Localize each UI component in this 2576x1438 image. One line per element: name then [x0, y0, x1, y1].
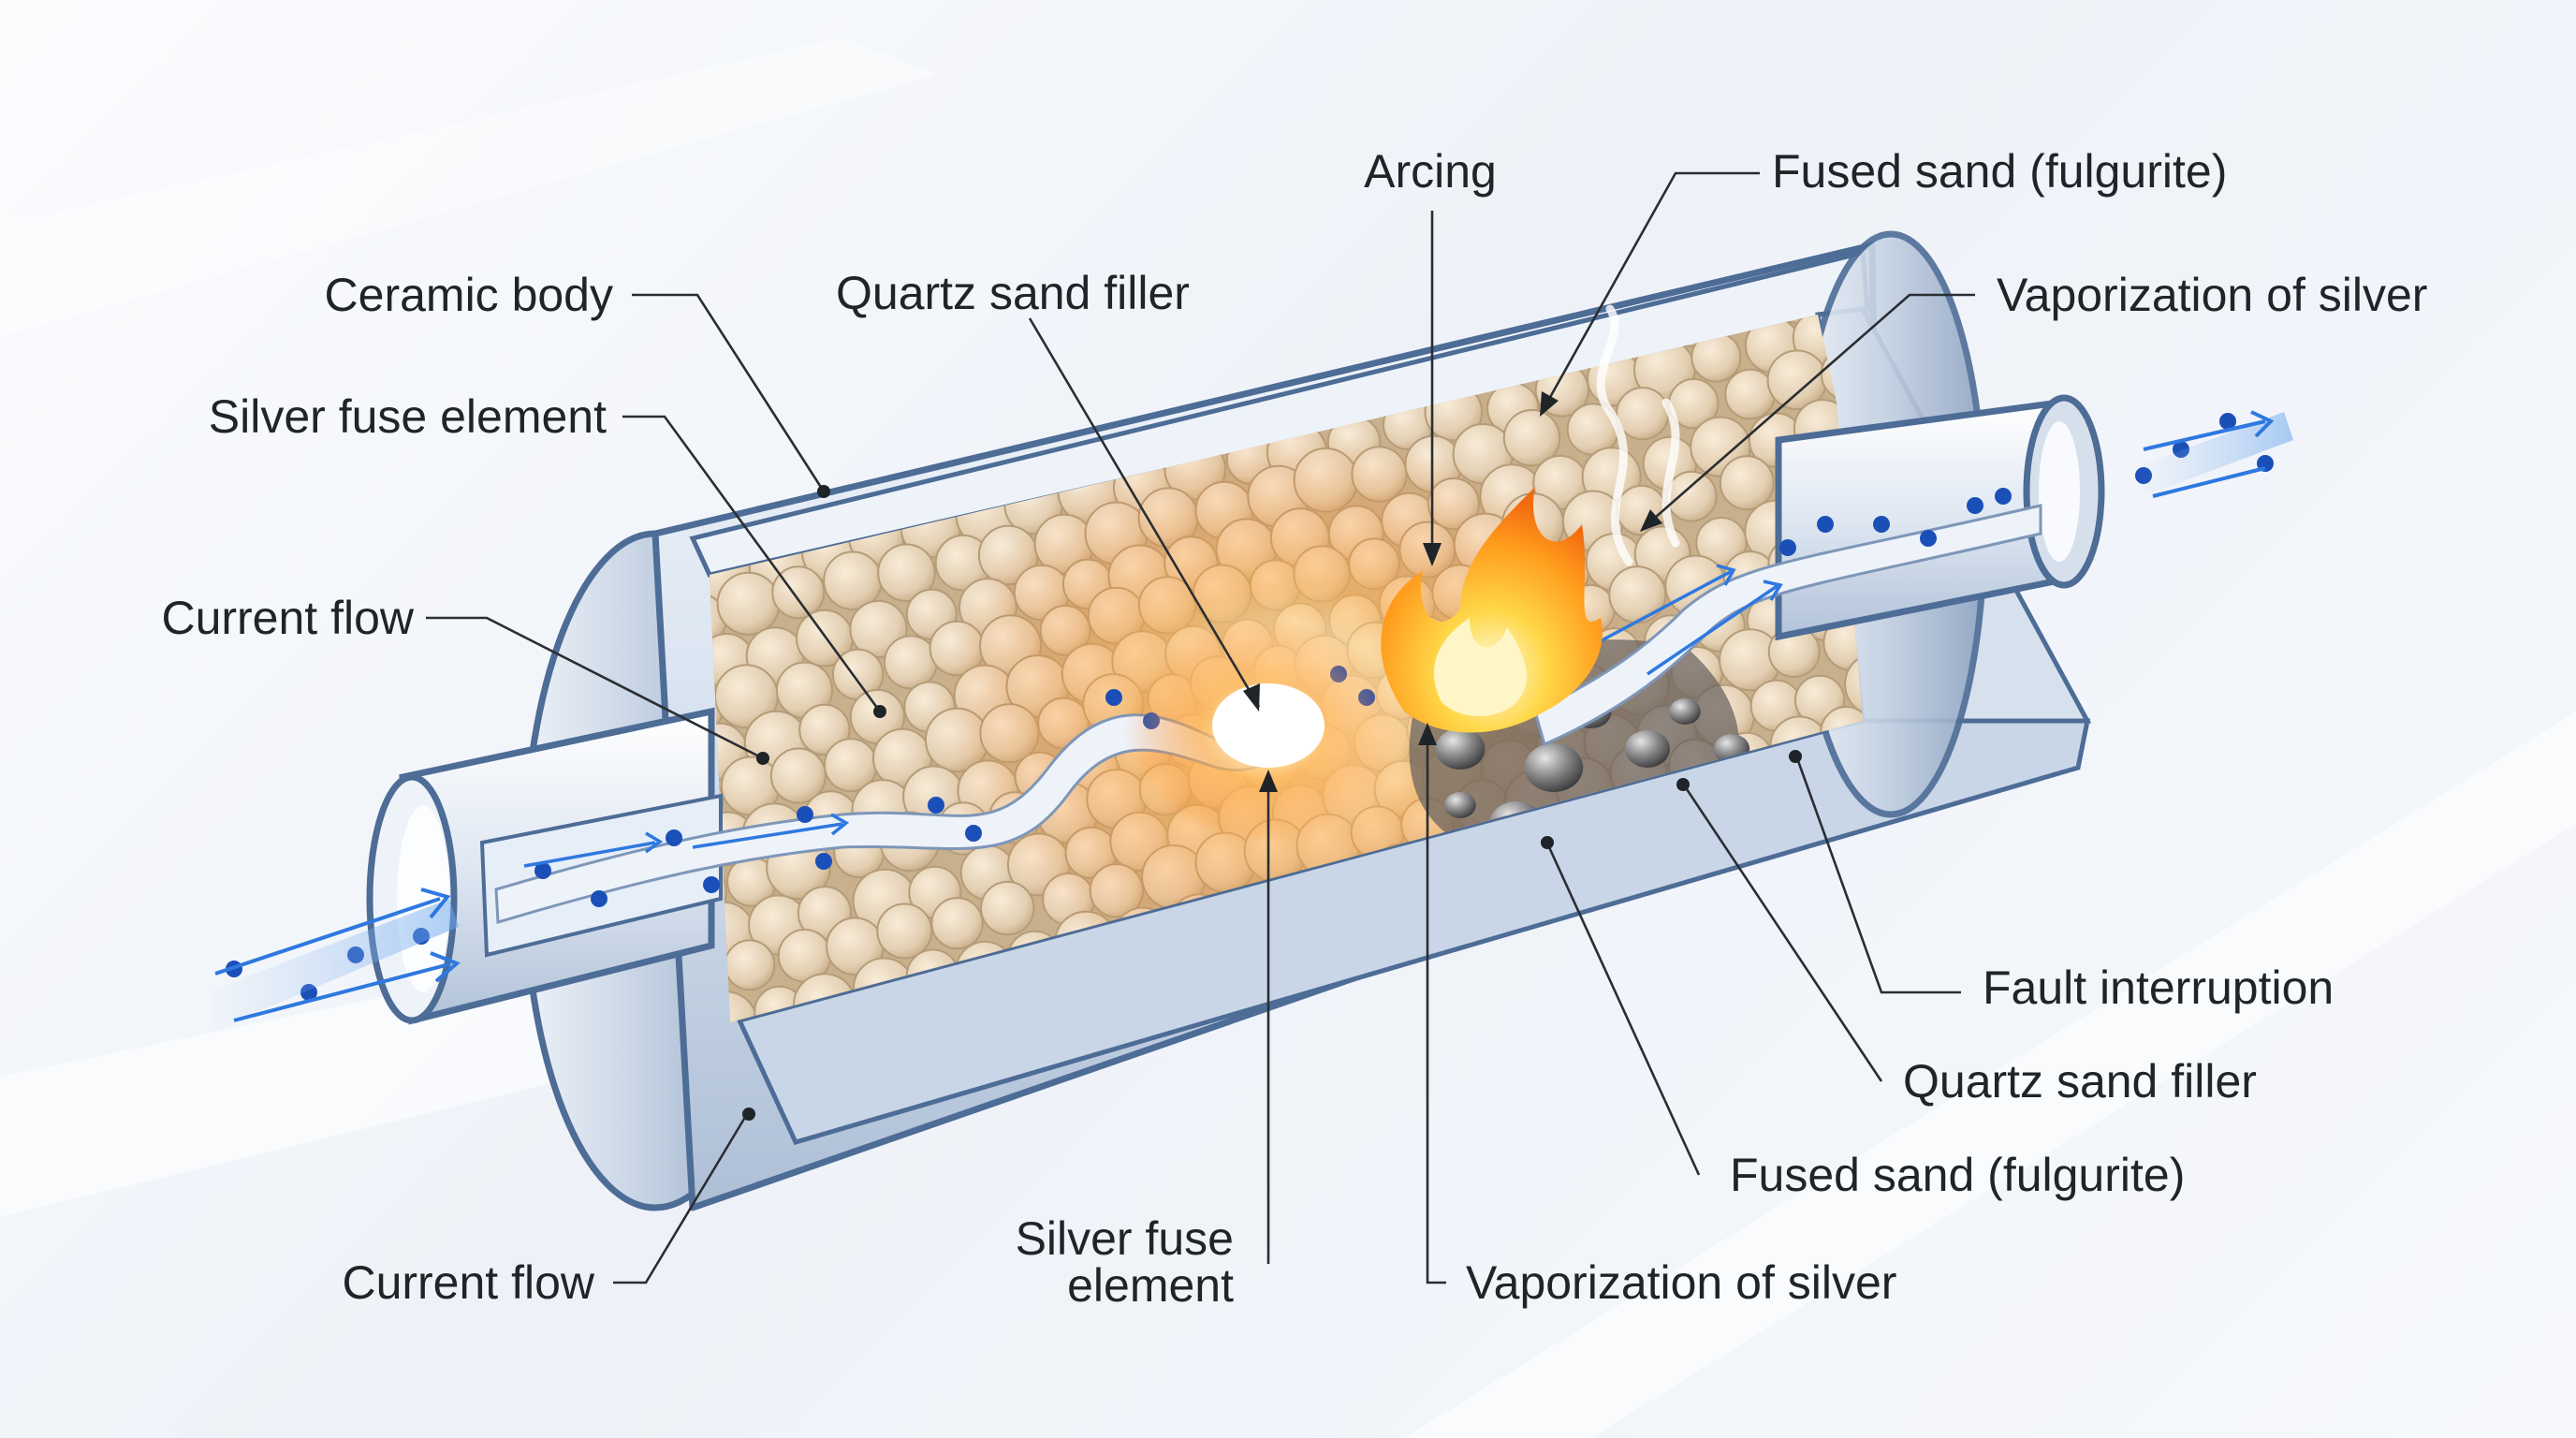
current-dot [928, 797, 944, 814]
current-dot [2219, 413, 2236, 430]
sand-grain [1502, 409, 1561, 467]
label-fused-sand-bottom: Fused sand (fulgurite) [1730, 1149, 2185, 1201]
sand-grain [930, 897, 984, 950]
label-quartz-sand-filler-right: Quartz sand filler [1903, 1055, 2257, 1108]
label-ceramic-body: Ceramic body [325, 269, 613, 321]
current-flow-out-icon [2134, 410, 2293, 498]
fulgurite-rock [1625, 730, 1670, 768]
fulgurite-rock [1524, 743, 1584, 792]
current-dot [1995, 488, 2012, 505]
current-dot [1779, 539, 1796, 556]
current-dot [1967, 497, 1983, 514]
vapor-plume-icon [1596, 304, 1680, 566]
sand-grain [1616, 387, 1670, 441]
leader-lines [426, 171, 1975, 1284]
sand-grain [771, 565, 826, 620]
label-vaporization-top: Vaporization of silver [1997, 269, 2427, 321]
label-vaporization-bottom: Vaporization of silver [1466, 1256, 1896, 1309]
sand-grain [710, 771, 724, 831]
current-dot [591, 890, 607, 907]
current-dot [965, 825, 982, 842]
sand-grain [716, 571, 781, 636]
label-silver-fuse-bottom-2: element [1067, 1259, 1234, 1312]
current-dot [666, 829, 682, 846]
sand-grain [883, 635, 938, 690]
fulgurite-rock [1669, 698, 1701, 725]
sand-grain [876, 902, 933, 960]
sand-grain [877, 543, 936, 603]
current-dot [815, 853, 832, 870]
current-dot [1873, 516, 1890, 533]
label-fault-interruption: Fault interruption [1983, 961, 2334, 1014]
current-dot [797, 806, 813, 823]
current-flow-in-icon [206, 888, 461, 1030]
current-dot [1105, 689, 1122, 706]
label-arcing: Arcing [1364, 145, 1497, 198]
current-dot [1920, 530, 1937, 547]
sand-grain [1695, 876, 1750, 932]
arc-flame-icon [1123, 487, 1603, 843]
sand-grain [1848, 836, 1863, 898]
sand-grain [724, 939, 776, 991]
label-silver-fuse-element-left: Silver fuse element [209, 390, 607, 443]
current-dot [534, 862, 551, 879]
current-dot [703, 876, 720, 893]
sand-grain [769, 747, 827, 804]
labels: Ceramic body Silver fuse element Current… [161, 145, 2427, 1312]
current-dot [1817, 516, 1834, 533]
label-silver-fuse-bottom-1: Silver fuse [1016, 1212, 1234, 1265]
sand-grain [1719, 455, 1775, 511]
current-flow-arrows [523, 564, 1783, 868]
sand-grain [1665, 470, 1718, 522]
left-terminal-tube [366, 707, 723, 1025]
fulgurite-rock [1444, 792, 1476, 818]
label-quartz-sand-filler-top: Quartz sand filler [836, 267, 1190, 319]
right-terminal-tube [1775, 394, 2105, 641]
sand-grain [1904, 827, 1960, 883]
fulgurite-rock [1435, 728, 1486, 770]
label-current-flow-top: Current flow [161, 592, 414, 644]
label-current-flow-bottom: Current flow [342, 1256, 594, 1309]
sand-grain [980, 880, 1035, 936]
label-fused-sand-top: Fused sand (fulgurite) [1772, 145, 2227, 198]
